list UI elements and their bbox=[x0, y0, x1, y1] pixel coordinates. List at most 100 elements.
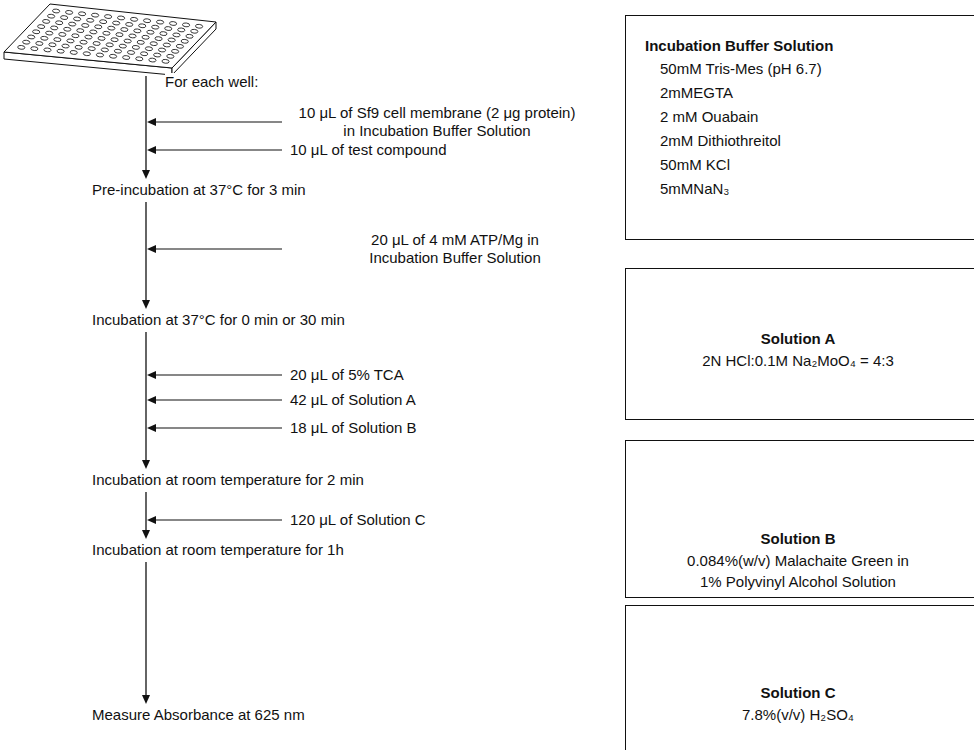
label-box: 10 μL of Sf9 cell membrane (2 μg protein… bbox=[291, 104, 583, 140]
box-body: 2 mM Ouabain bbox=[660, 105, 974, 129]
leader-line bbox=[155, 399, 282, 400]
label-span: For each well: bbox=[165, 73, 258, 90]
plate-well bbox=[45, 31, 53, 36]
plate-well bbox=[60, 15, 68, 20]
solution-box: Solution B0.084%(w/v) Malachaite Green i… bbox=[625, 440, 974, 598]
flow-line bbox=[145, 202, 146, 302]
well-plate bbox=[4, 4, 216, 75]
plate-well bbox=[75, 45, 83, 50]
box-heading: Solution B bbox=[636, 528, 960, 550]
plate-well bbox=[158, 48, 166, 53]
plate-well bbox=[80, 40, 88, 45]
flow-arrowhead bbox=[142, 300, 150, 309]
plate-well bbox=[153, 53, 161, 58]
plate-well bbox=[22, 40, 30, 45]
plate-well bbox=[67, 39, 75, 44]
plate-well bbox=[70, 50, 78, 55]
leader-arrowhead bbox=[147, 118, 156, 126]
flow-arrowhead bbox=[142, 170, 150, 179]
reagent-text: 42 μL of Solution A bbox=[290, 391, 416, 409]
flow-line bbox=[145, 332, 146, 462]
flow-arrowhead bbox=[142, 695, 150, 704]
label-box: Pre-incubation at 37°C for 3 min bbox=[92, 181, 306, 199]
box-body: 7.8%(v/v) H₂SO₄ bbox=[636, 704, 960, 725]
plate-well bbox=[68, 22, 76, 27]
plate-well bbox=[109, 54, 117, 59]
flow-lines bbox=[142, 76, 282, 704]
plate-well bbox=[99, 19, 107, 24]
flow-line bbox=[145, 562, 146, 697]
label-box: 120 μL of Solution C bbox=[290, 511, 426, 529]
leader-line bbox=[155, 427, 282, 428]
plate-well bbox=[114, 49, 122, 54]
plate-well bbox=[181, 39, 189, 44]
plate-well bbox=[121, 27, 129, 32]
plate-well bbox=[104, 14, 112, 19]
plate-well bbox=[122, 55, 130, 60]
plate-well bbox=[37, 24, 45, 29]
flow-arrowhead bbox=[142, 460, 150, 469]
plate-well bbox=[137, 40, 145, 45]
label-span: Incubation at room temperature for 2 min bbox=[92, 471, 364, 488]
leader-line bbox=[155, 374, 282, 375]
plate-well bbox=[145, 46, 153, 51]
plate-well bbox=[49, 42, 57, 47]
plate-well bbox=[119, 44, 127, 49]
plate-well bbox=[186, 34, 194, 39]
plate-well bbox=[72, 33, 80, 38]
box-body: 5mMNaN₃ bbox=[660, 177, 974, 201]
plate-well bbox=[163, 43, 171, 48]
plate-well bbox=[117, 16, 125, 21]
plate-well bbox=[127, 50, 135, 55]
plate-well bbox=[98, 36, 106, 41]
plate-well bbox=[112, 21, 120, 26]
plate-well bbox=[78, 12, 86, 17]
plate-well bbox=[136, 57, 144, 62]
flow-arrowhead bbox=[142, 530, 150, 539]
plate-well bbox=[86, 18, 94, 23]
label-box: For each well: bbox=[165, 73, 258, 91]
plate-well bbox=[108, 26, 116, 31]
plate-well bbox=[130, 17, 138, 22]
label-span: 10 μL of Sf9 cell membrane (2 μg protein… bbox=[299, 104, 576, 139]
plate-well bbox=[55, 20, 63, 25]
label-box: Incubation at room temperature for 1h bbox=[92, 541, 344, 559]
label-box: 18 μL of Solution B bbox=[290, 419, 417, 437]
step-text: Measure Absorbance at 625 nm bbox=[92, 706, 305, 724]
label-box: 20 μL of 5% TCA bbox=[290, 366, 404, 384]
plate-well bbox=[103, 31, 111, 36]
plate-well bbox=[147, 30, 155, 35]
label-box: Incubation at 37°C for 0 min or 30 min bbox=[92, 311, 345, 329]
plate-well bbox=[54, 37, 62, 42]
plate-well bbox=[134, 29, 142, 34]
plate-well bbox=[171, 49, 179, 54]
step-text: Incubation at 37°C for 0 min or 30 min bbox=[92, 311, 345, 329]
label-span: 42 μL of Solution A bbox=[290, 391, 416, 408]
leader-line bbox=[155, 149, 282, 150]
plate-well bbox=[138, 24, 146, 29]
plate-well bbox=[32, 30, 40, 35]
plate-well bbox=[93, 41, 101, 46]
plate-well bbox=[47, 14, 55, 19]
plate-top bbox=[4, 4, 216, 68]
plate-well bbox=[101, 48, 109, 53]
solution-box: Solution A2N HCl:0.1M Na₂MoO₄ = 4:3 bbox=[625, 268, 974, 420]
plate-well bbox=[143, 18, 151, 23]
plate-well bbox=[85, 35, 93, 40]
label-span: 20 μL of 4 mM ATP/Mg in Incubation Buffe… bbox=[369, 231, 541, 266]
box-body: 2mM Dithiothreitol bbox=[660, 129, 974, 153]
plate-well bbox=[106, 43, 114, 48]
plate-well bbox=[173, 33, 181, 38]
plate-well bbox=[88, 46, 96, 51]
reagent-text: 20 μL of 4 mM ATP/Mg in Incubation Buffe… bbox=[355, 231, 555, 267]
leader-line bbox=[155, 121, 282, 122]
plate-well bbox=[95, 25, 103, 30]
plate-well bbox=[41, 36, 49, 41]
plate-well bbox=[129, 34, 137, 39]
plate-well bbox=[59, 32, 67, 37]
plate-well bbox=[52, 9, 60, 14]
plate-well bbox=[169, 21, 177, 26]
leader-line bbox=[155, 519, 282, 520]
label-span: 10 μL of test compound bbox=[290, 141, 447, 158]
